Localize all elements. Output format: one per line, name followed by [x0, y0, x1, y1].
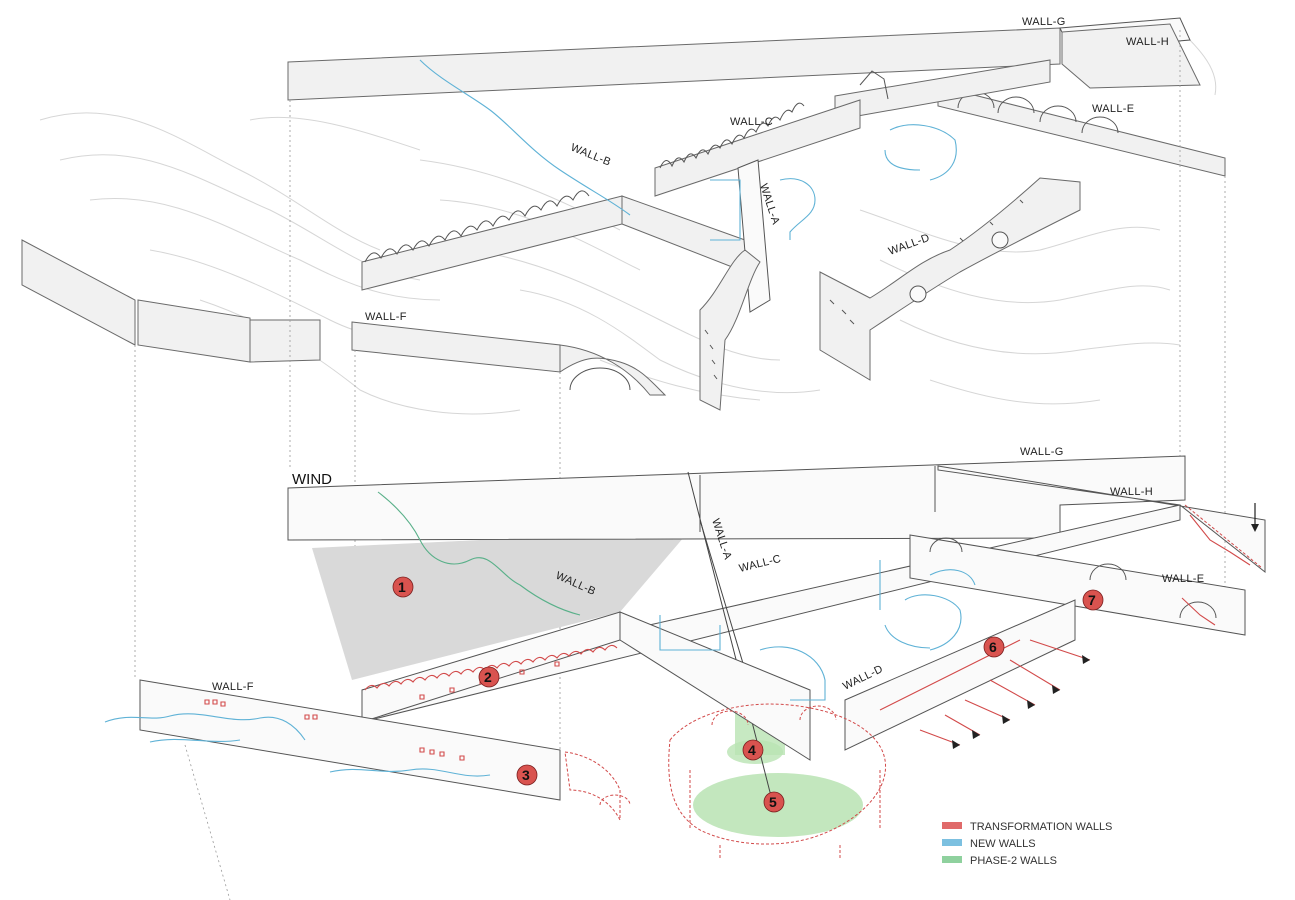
label-wall-c-top: WALL-C — [730, 116, 773, 128]
wall-g-top-shape — [287, 27, 1061, 101]
wall-f-top-shape — [351, 321, 561, 373]
svg-text:TRANSFORMATION WALLS: TRANSFORMATION WALLS — [970, 821, 1112, 833]
svg-text:NEW WALLS: NEW WALLS — [970, 838, 1036, 850]
wall-e-top-shape — [937, 85, 1226, 177]
wall-h-top-shape — [1061, 23, 1201, 89]
marker-6: 6 — [983, 636, 1005, 658]
label-wall-e-bottom: WALL-E — [1162, 573, 1204, 585]
label-wall-c-bottom: WALL-C — [738, 553, 783, 575]
svg-text:7: 7 — [1088, 592, 1096, 608]
legend-item-new-walls: NEW WALLS — [942, 838, 1036, 850]
marker-2: 2 — [478, 666, 500, 688]
svg-text:PHASE-2 WALLS: PHASE-2 WALLS — [970, 855, 1057, 867]
wall-f-left-shape — [21, 239, 136, 346]
wall-d-bottom-shape — [844, 599, 1076, 751]
label-wall-e-top: WALL-E — [1092, 103, 1134, 115]
label-wind: WIND — [292, 471, 332, 488]
label-wall-f-top: WALL-F — [365, 311, 407, 323]
marker-1: 1 — [392, 576, 414, 598]
label-wall-h-top: WALL-H — [1126, 36, 1169, 48]
bottom-walls — [104, 455, 1266, 860]
svg-text:2: 2 — [484, 669, 492, 685]
wall-c-top-shape — [654, 99, 861, 197]
marker-5: 5 — [763, 791, 785, 813]
top-walls — [21, 17, 1226, 411]
marker-3: 3 — [516, 764, 538, 786]
marker-4: 4 — [742, 739, 764, 761]
legend-item-phase2-walls: PHASE-2 WALLS — [942, 855, 1057, 867]
label-wall-h-bottom: WALL-H — [1110, 486, 1153, 498]
label-wall-b-top: WALL-B — [569, 142, 613, 169]
wall-e-bottom-shape — [909, 534, 1246, 636]
label-wall-d-top: WALL-D — [887, 232, 931, 258]
legend: TRANSFORMATION WALLS NEW WALLS PHASE-2 W… — [942, 821, 1112, 867]
svg-text:4: 4 — [748, 742, 756, 758]
wall-d-top-shape — [819, 177, 1081, 381]
svg-text:5: 5 — [769, 794, 777, 810]
label-wall-g-bottom: WALL-G — [1020, 446, 1064, 458]
wind-zone — [312, 530, 690, 680]
svg-text:3: 3 — [522, 767, 530, 783]
wall-b-top-shape — [361, 195, 623, 291]
legend-item-transformation-walls: TRANSFORMATION WALLS — [942, 821, 1112, 833]
wall-g-bottom-shape — [287, 455, 1186, 541]
marker-7: 7 — [1082, 589, 1104, 611]
label-wall-g-top: WALL-G — [1022, 16, 1066, 28]
wall-f-bottom-shape — [139, 679, 561, 801]
svg-text:6: 6 — [989, 639, 997, 655]
svg-text:1: 1 — [398, 579, 406, 595]
label-wall-f-bottom: WALL-F — [212, 681, 254, 693]
